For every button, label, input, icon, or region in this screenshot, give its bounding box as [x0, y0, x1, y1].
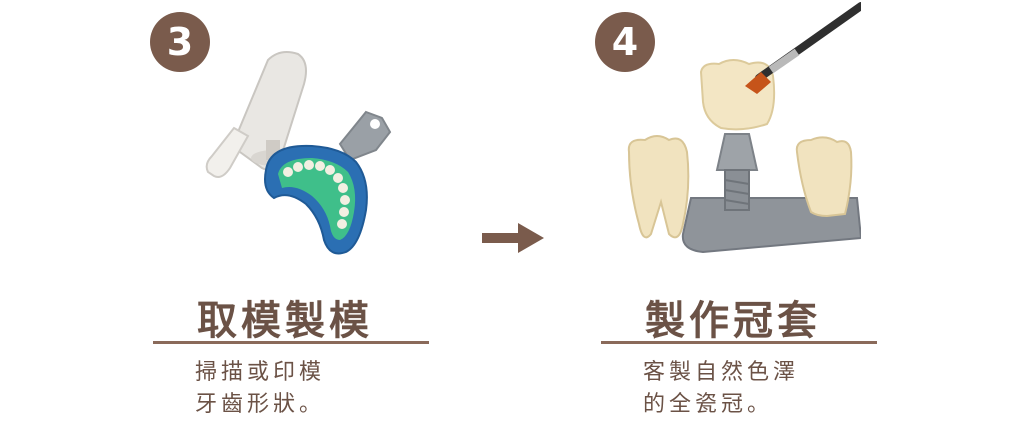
step-title: 取模製模 — [197, 298, 373, 344]
step-number-badge: 3 — [150, 12, 210, 72]
step-number-badge: 4 — [595, 12, 655, 72]
description-line: 牙齒形狀。 — [195, 392, 326, 417]
step-description: 掃描或印模 牙齒形狀。 — [195, 357, 415, 421]
step-title: 製作冠套 — [645, 298, 821, 344]
arrow-right-icon — [482, 223, 544, 253]
step-3: 3 取模製模 掃描或印模 — [135, 0, 435, 436]
divider — [601, 341, 877, 344]
step-4: 4 製作冠套 客製自然色澤 的全瓷冠。 — [583, 0, 883, 436]
scanner-and-impression-tray-icon — [205, 51, 392, 255]
description-line: 客製自然色澤 — [643, 360, 800, 385]
divider — [153, 341, 429, 344]
description-line: 掃描或印模 — [195, 360, 326, 385]
description-line: 的全瓷冠。 — [643, 392, 774, 417]
crown-on-implant-icon — [627, 2, 861, 254]
step-description: 客製自然色澤 的全瓷冠。 — [643, 357, 863, 421]
